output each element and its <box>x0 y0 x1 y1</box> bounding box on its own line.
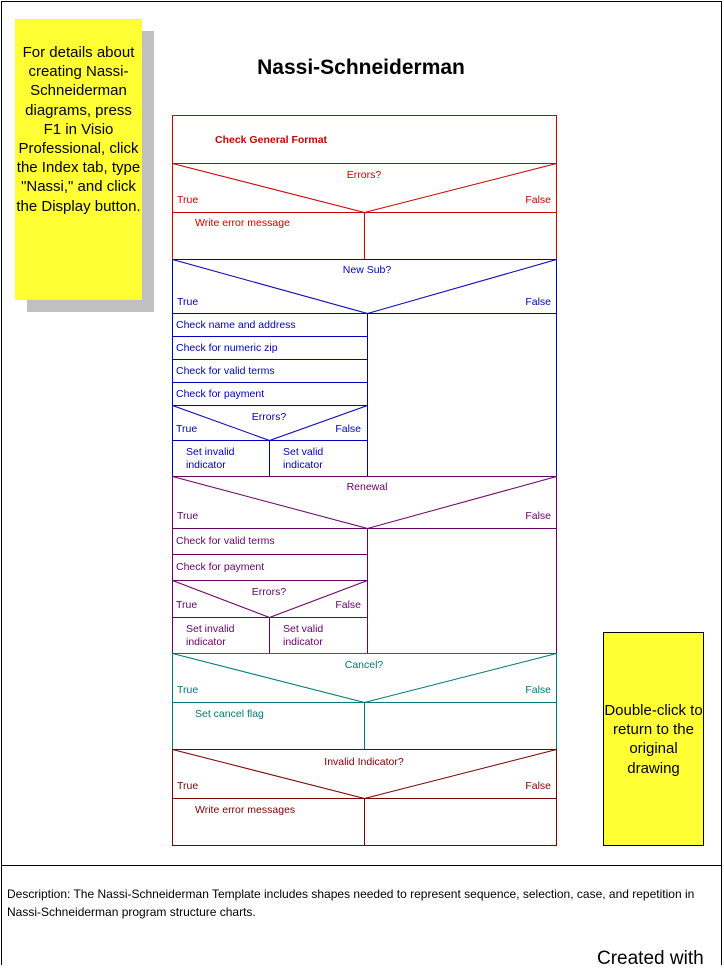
step-renewal-terms: Check for valid terms <box>176 535 275 547</box>
decision-1-action: Write error message <box>195 217 290 229</box>
step-check-payment: Check for payment <box>176 388 264 400</box>
nested-3-question: Errors? <box>252 586 287 598</box>
nested-3-left-1: Set invalid <box>186 623 235 635</box>
description-text: Description: The Nassi-Schneiderman Temp… <box>7 887 695 919</box>
page-title: Nassi-Schneiderman <box>257 56 465 79</box>
nested-3-left-2: indicator <box>186 636 226 648</box>
description-frame <box>1 865 722 965</box>
nested-2-right-1: Set valid <box>283 446 323 458</box>
decision-3-false: False <box>525 510 551 522</box>
decision-4-action: Set cancel flag <box>195 708 264 720</box>
decision-4-false: False <box>525 684 551 696</box>
nested-3-right-2: indicator <box>283 636 323 648</box>
decision-4-question: Cancel? <box>345 659 384 671</box>
decision-1-false: False <box>525 194 551 206</box>
decision-5-action: Write error messages <box>195 804 295 816</box>
step-check-zip: Check for numeric zip <box>176 342 278 354</box>
nested-2-false: False <box>335 423 361 435</box>
decision-2-true: True <box>177 296 198 308</box>
decision-1-question: Errors? <box>347 169 382 181</box>
nested-2-left-1: Set invalid <box>186 446 235 458</box>
decision-5-false: False <box>525 780 551 792</box>
decision-5-question: Invalid Indicator? <box>324 756 404 768</box>
decision-2-false: False <box>525 296 551 308</box>
decision-5-true: True <box>177 780 198 792</box>
nested-2-true: True <box>176 423 197 435</box>
return-note[interactable]: Double-click to return to the original d… <box>603 632 704 846</box>
decision-1-true: True <box>177 194 198 206</box>
details-note: For details about creating Nassi-Schneid… <box>15 19 142 300</box>
decision-3-question: Renewal <box>347 481 388 493</box>
step-check-name: Check name and address <box>176 319 296 331</box>
decision-3-true: True <box>177 510 198 522</box>
step-renewal-payment: Check for payment <box>176 561 264 573</box>
decision-2-question: New Sub? <box>343 264 392 276</box>
decision-invalid-indicator[interactable] <box>172 749 557 846</box>
nested-3-false: False <box>335 599 361 611</box>
nested-2-right-2: indicator <box>283 459 323 471</box>
step-check-terms: Check for valid terms <box>176 365 275 377</box>
nested-3-true: True <box>176 599 197 611</box>
nested-3-right-1: Set valid <box>283 623 323 635</box>
header-label: Check General Format <box>215 134 328 146</box>
created-with-text: Created with <box>597 948 704 969</box>
decision-4-true: True <box>177 684 198 696</box>
nested-2-question: Errors? <box>252 411 287 423</box>
nested-2-left-2: indicator <box>186 459 226 471</box>
